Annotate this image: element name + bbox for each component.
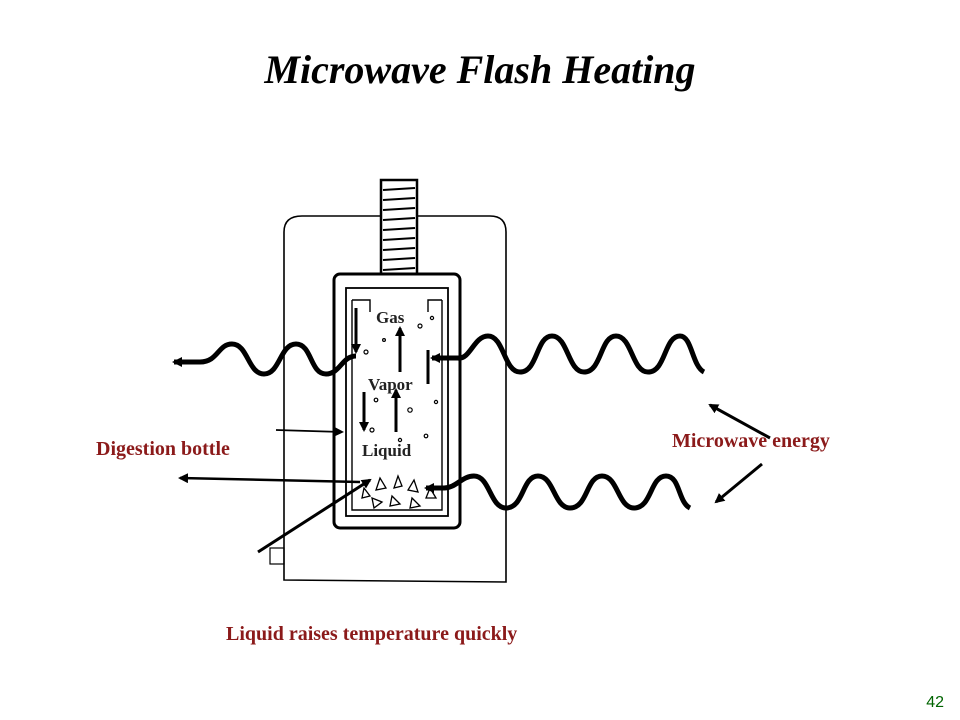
bottle-inner [345,287,449,517]
liquid-raises-label: Liquid raises temperature quickly [226,623,518,645]
page-number: 42 [926,694,944,711]
microwave-wave-lower-exit [178,473,361,484]
liquid-pointer [257,478,372,554]
microwave-wave-lower [424,473,692,511]
vessel-housing [283,215,507,583]
gas-label: Gas [376,308,405,327]
vessel-base-tab [269,547,285,565]
vapor-bubbles [363,315,439,443]
microwave-wave-upper-exit [172,341,357,377]
heating-burst [361,474,438,510]
vapor-label: Vapor [368,375,413,394]
slide-title: Microwave Flash Heating [264,47,696,92]
microwave-energy-label: Microwave energy [672,430,830,452]
microwave-wave-upper [430,333,706,375]
threaded-cap [379,178,419,278]
digestion-bottle-label: Digestion bottle [96,438,230,460]
digestion-bottle-pointer [275,426,344,437]
bottle-liner [351,299,443,511]
microwave-energy-arrow-down [714,462,763,504]
convection-arrows [351,308,430,432]
microwave-energy-arrow-up [708,403,771,440]
liquid-label: Liquid [362,441,412,460]
